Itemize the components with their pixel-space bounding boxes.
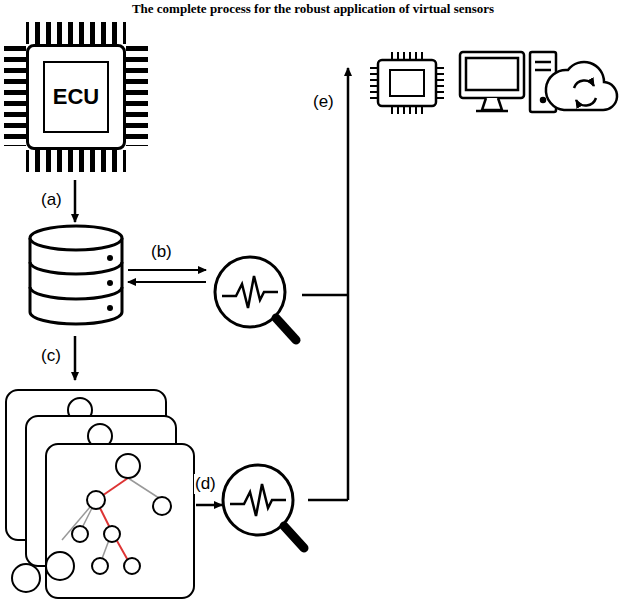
arrow: [74, 336, 77, 380]
chip-icon: [370, 52, 444, 114]
merge-arrow: [302, 68, 348, 500]
arrow: [128, 281, 206, 283]
ecu-chip: ECU: [26, 44, 126, 150]
arrow: [74, 180, 77, 222]
tree-ensemble-icon: [6, 390, 194, 598]
step-label: (e): [312, 92, 335, 112]
arrow: [196, 504, 222, 507]
step-label: (d): [194, 474, 217, 494]
chip-pins: [4, 22, 148, 172]
node-text: ECU: [53, 84, 99, 110]
step-label: (b): [150, 242, 173, 262]
step-label: (c): [40, 346, 62, 366]
database-icon: [30, 226, 122, 324]
chip-die: ECU: [43, 61, 109, 133]
magnifier-icon: [215, 257, 296, 340]
cloud-icon: [546, 62, 617, 110]
computer-icon: [460, 52, 556, 112]
magnifier-icon: [223, 465, 304, 548]
step-label: (a): [40, 190, 63, 210]
arrow: [128, 269, 206, 271]
figure-title: The complete process for the robust appl…: [0, 1, 626, 17]
